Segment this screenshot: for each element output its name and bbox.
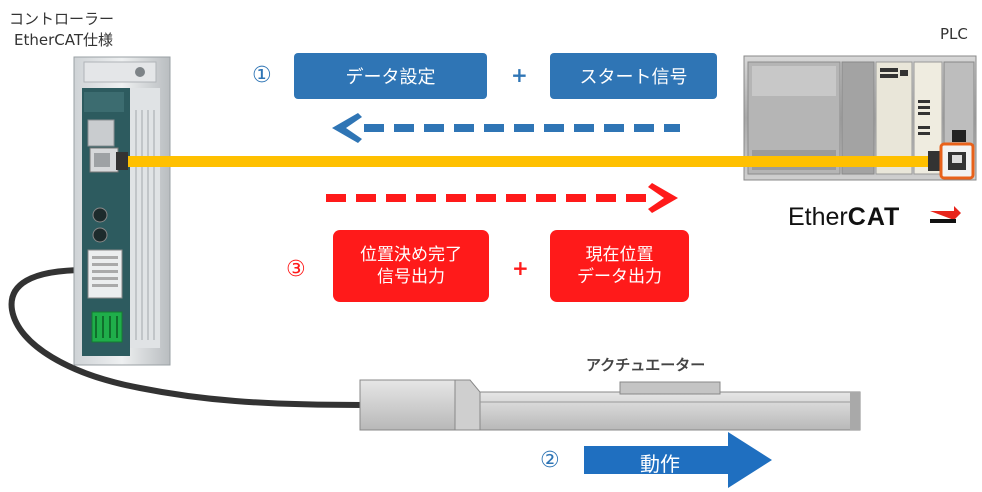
- start-signal-box: スタート信号: [550, 53, 717, 99]
- motion-arrow: [584, 432, 772, 488]
- current-position-box: 現在位置 データ出力: [550, 230, 689, 302]
- ethercat-logo-arrows-icon: [930, 206, 961, 223]
- plc-unit: [743, 55, 977, 181]
- step-2-number: ②: [540, 448, 560, 473]
- controller-label-line2: EtherCAT仕様: [14, 31, 113, 49]
- positioning-complete-line1: 位置決め完了: [360, 245, 462, 265]
- motion-label: 動作: [640, 452, 680, 476]
- actuator-label: アクチュエーター: [586, 356, 706, 374]
- controller-label-line1: コントローラー: [9, 10, 115, 28]
- arrow-plc-to-controller: [332, 113, 680, 143]
- positioning-complete-box: 位置決め完了 信号出力: [333, 230, 489, 302]
- plc-label: PLC: [940, 25, 968, 43]
- ethercat-logo-bold: CAT: [847, 203, 901, 231]
- step-1-plus: +: [511, 63, 528, 87]
- ethercat-cable: [118, 156, 946, 167]
- controller-unit: [73, 56, 171, 366]
- arrow-controller-to-plc: [326, 183, 678, 213]
- actuator-cable: [8, 267, 365, 408]
- ethercat-logo: EtherCAT: [788, 203, 900, 232]
- step-3-number: ③: [286, 257, 306, 282]
- actuator-unit: [359, 379, 861, 431]
- ethercat-logo-regular: Ether: [788, 203, 848, 231]
- positioning-complete-line2: 信号出力: [377, 267, 445, 287]
- data-setting-box: データ設定: [294, 53, 487, 99]
- step-1-number: ①: [252, 63, 272, 88]
- step-3-plus: +: [512, 256, 529, 280]
- current-position-line2: データ出力: [577, 267, 662, 287]
- current-position-line1: 現在位置: [585, 245, 654, 265]
